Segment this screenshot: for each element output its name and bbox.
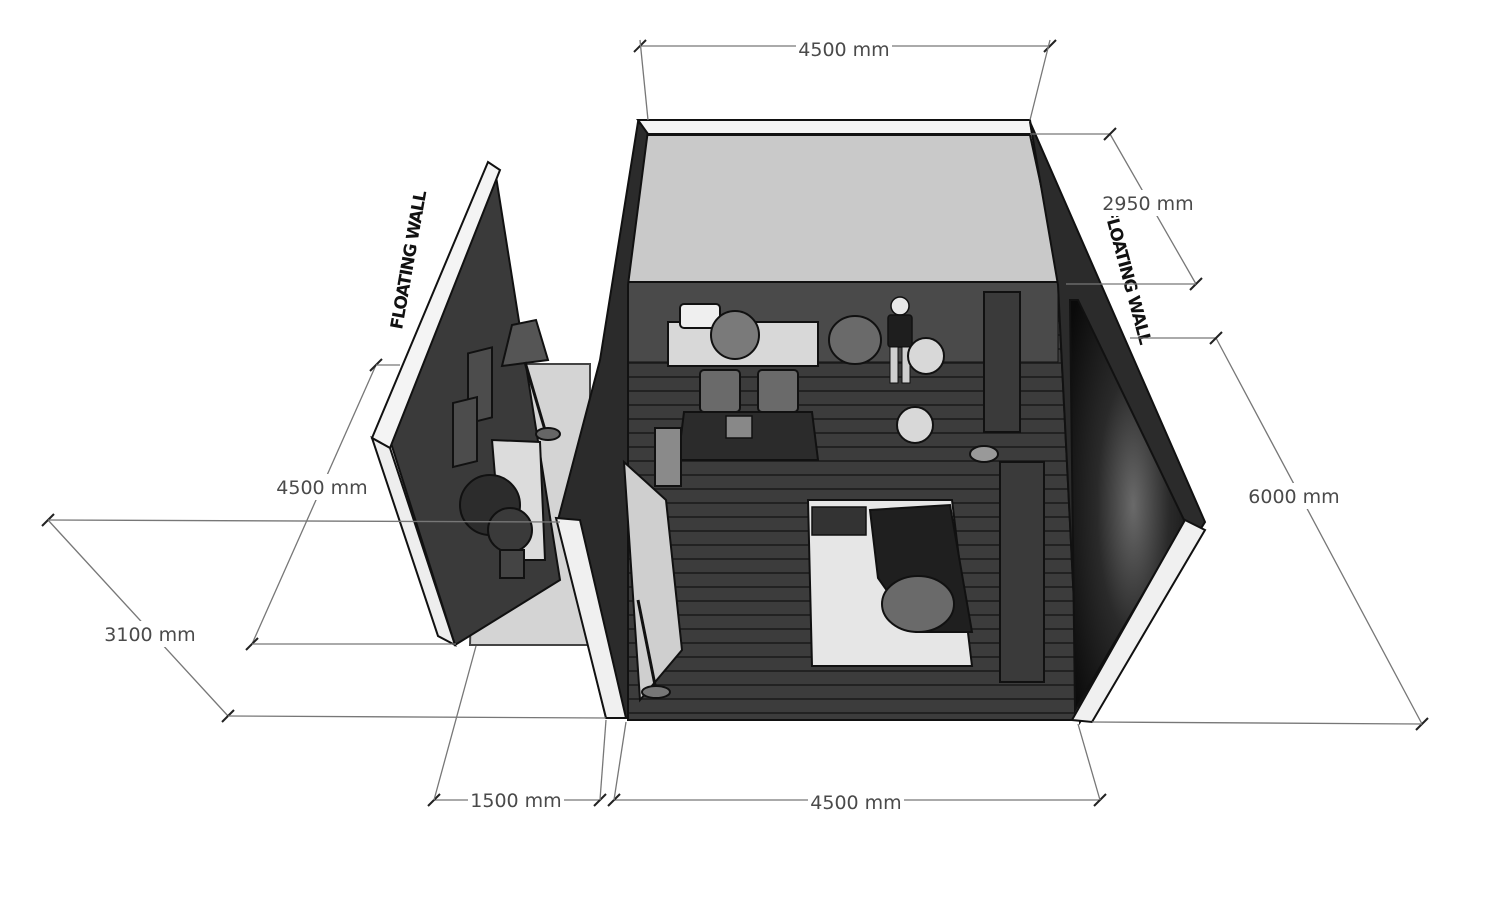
dim-bottom-width: 4500 mm — [810, 792, 901, 814]
dimension-labels: 4500 mm 2950 mm 6000 mm 4500 mm 1500 mm … — [102, 36, 1342, 815]
dim-right-depth: 6000 mm — [1248, 486, 1339, 508]
plant-icon — [459, 474, 533, 579]
bean-sofa-cushion — [881, 575, 955, 633]
bean-bag — [828, 315, 882, 365]
bookshelf — [999, 461, 1045, 683]
bookshelf — [983, 291, 1021, 433]
desk-monitor — [725, 415, 753, 439]
left-wall-cap — [636, 119, 1034, 135]
dim-top-width: 4500 mm — [798, 39, 889, 61]
entry-area — [370, 160, 591, 648]
shoe-rack — [811, 506, 867, 536]
dim-left-depth: 4500 mm — [276, 477, 367, 499]
galaxy-wallpaper — [1068, 299, 1187, 714]
dim-bottom-entry: 1500 mm — [470, 790, 561, 812]
round-stool — [969, 445, 999, 463]
left-wall-edge — [370, 435, 457, 648]
left-wall-edge — [554, 516, 628, 719]
ceiling-panel — [623, 134, 1064, 283]
dim-right-depth-top: 2950 mm — [1102, 193, 1193, 215]
room-door — [622, 459, 684, 703]
corner-lamp-base — [641, 685, 671, 699]
floor-lamp-icon — [500, 318, 561, 441]
picture-frame — [452, 395, 478, 469]
bed-icon — [667, 303, 819, 367]
dim-left-outer: 3100 mm — [104, 624, 195, 646]
person-figure — [887, 296, 913, 384]
corner-lamp — [636, 599, 658, 691]
chair — [699, 369, 741, 413]
main-room — [554, 119, 1207, 726]
desk-drawer — [654, 427, 682, 487]
chair — [757, 369, 799, 413]
floor-cushion — [896, 406, 934, 444]
floor-cushion — [907, 337, 945, 375]
left-floating-wall-label: FLOATING WALL — [387, 189, 431, 331]
